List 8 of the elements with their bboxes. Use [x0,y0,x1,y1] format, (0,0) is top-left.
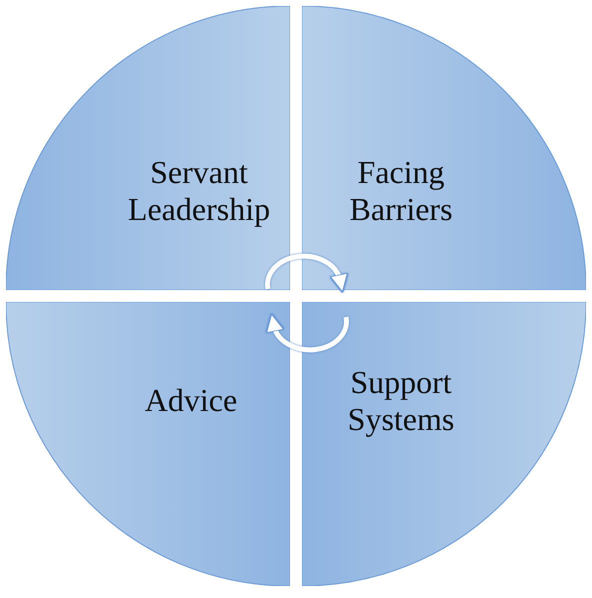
quarter-circle-segment [302,6,586,290]
quarter-circle-segment [6,6,290,290]
quarter-circle-segment [6,302,290,586]
segment-label: Facing Barriers [348,154,454,228]
segment-label: Servant Leadership [126,154,272,228]
quarter-circle-segment [302,302,586,586]
segment-label: Support Systems [346,364,456,438]
segment-label: Advice [144,382,238,419]
